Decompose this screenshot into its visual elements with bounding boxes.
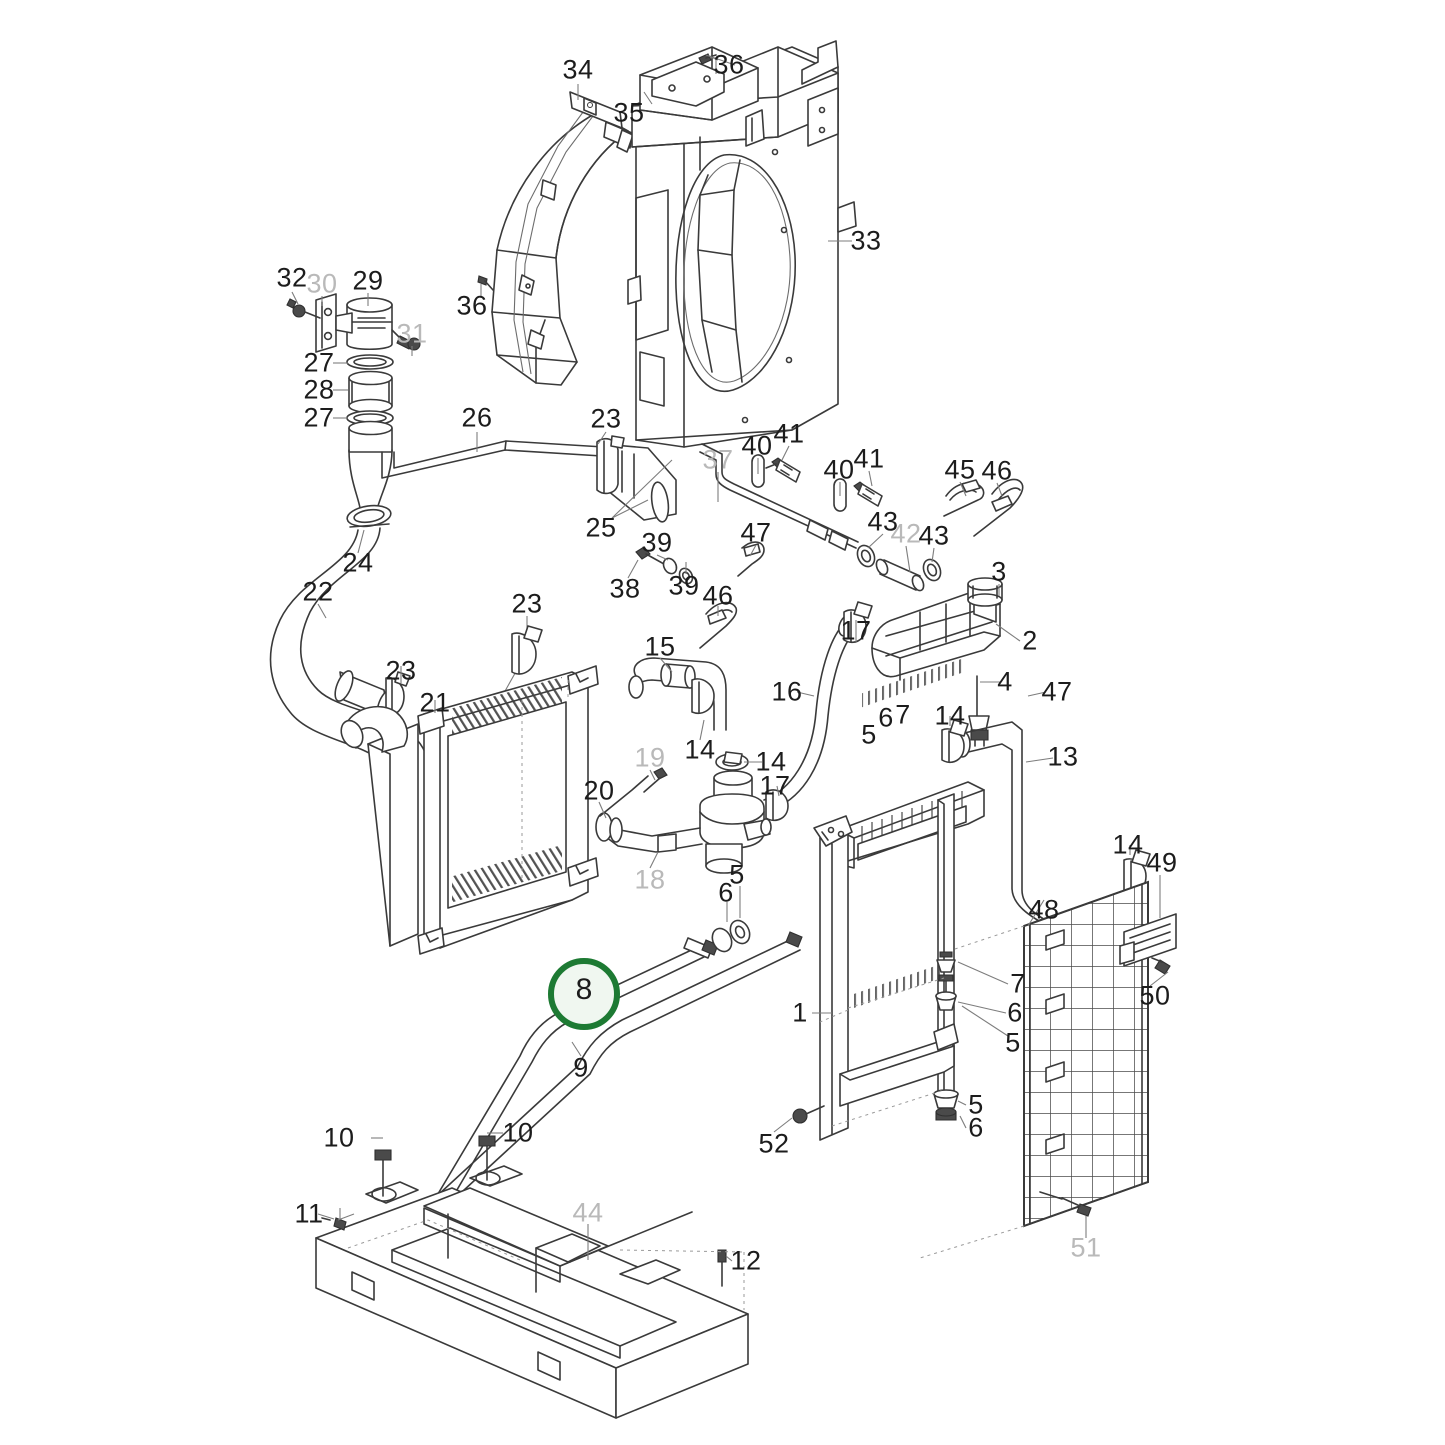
callout-40-23: 40: [823, 454, 855, 485]
callout-7-59: 7: [1010, 968, 1026, 999]
callout-16-39: 16: [771, 676, 803, 707]
callout-6-64: 6: [968, 1112, 984, 1143]
callout-48-58: 48: [1028, 894, 1060, 925]
callout-26-12: 26: [461, 402, 493, 433]
mid-hose-group: [595, 601, 873, 874]
callout-38-33: 38: [609, 573, 641, 604]
callout-46-31: 46: [702, 580, 734, 611]
callout-43-27: 43: [867, 506, 899, 537]
base-frame-44: [315, 1132, 749, 1419]
callout-12-71: 12: [730, 1245, 762, 1276]
callout-4-40: 4: [997, 666, 1013, 697]
callout-19-49: 19: [634, 742, 666, 773]
callout-5-54: 5: [729, 859, 745, 890]
oil-line-37-group: [627, 443, 1024, 649]
callout-29-7: 29: [352, 265, 384, 296]
callout-52-65: 52: [758, 1128, 790, 1159]
callout-34-0: 34: [562, 54, 594, 85]
callout-11-69: 11: [294, 1198, 324, 1229]
callout-14-56: 14: [1112, 829, 1144, 860]
callout-42-28: 42: [890, 518, 922, 549]
callout-51-72: 51: [1070, 1232, 1102, 1263]
oil-lines-8-9: [399, 886, 803, 1239]
callout-14-48: 14: [755, 746, 787, 777]
callout-5-42: 5: [861, 719, 877, 750]
callout-39-34: 39: [668, 570, 700, 601]
callout-47-30: 47: [740, 517, 772, 548]
callout-27-9: 27: [303, 347, 335, 378]
callout-36-4: 36: [456, 290, 488, 321]
callout-32-5: 32: [276, 262, 308, 293]
callout-1-55: 1: [792, 997, 808, 1028]
expansion-tank-group: [871, 577, 1047, 747]
callout-36-1: 36: [713, 49, 745, 80]
callout-47-41: 47: [1041, 676, 1073, 707]
callout-45-25: 45: [944, 454, 976, 485]
mesh-screen-48: [919, 875, 1177, 1259]
radiator-1: [773, 658, 1009, 1141]
callout-13-46: 13: [1047, 741, 1079, 772]
callout-10-68: 10: [502, 1117, 534, 1148]
highlight-callout-number: 8: [575, 973, 593, 1006]
callout-25-14: 25: [585, 512, 617, 543]
callout-22-16: 22: [302, 576, 334, 607]
callout-5-61: 5: [1005, 1027, 1021, 1058]
callout-6-43: 6: [878, 702, 894, 733]
callout-23-13: 23: [590, 403, 622, 434]
callout-23-18: 23: [511, 588, 543, 619]
callout-30-6: 30: [306, 268, 338, 299]
callout-50-62: 50: [1139, 980, 1171, 1011]
callout-10-67: 10: [323, 1122, 355, 1153]
callout-44-70: 44: [572, 1197, 604, 1228]
callout-14-47: 14: [684, 734, 716, 765]
callout-15-38: 15: [644, 631, 676, 662]
callout-9-66: 9: [573, 1052, 589, 1083]
callout-14-45: 14: [934, 700, 966, 731]
callout-21-19: 21: [419, 687, 451, 718]
callout-31-8: 31: [396, 318, 428, 349]
callout-24-15: 24: [342, 547, 374, 578]
filler-neck-group: [286, 291, 421, 554]
callout-49-57: 49: [1146, 847, 1178, 878]
callout-41-24: 41: [853, 443, 885, 474]
highlight-ring-part-8: [548, 958, 620, 1030]
upper-coolant-hose-group: [381, 431, 677, 523]
callout-43-29: 43: [918, 520, 950, 551]
charge-air-cooler-21: [340, 665, 599, 955]
callout-35-2: 35: [613, 97, 645, 128]
callout-17-37: 17: [840, 615, 872, 646]
callout-27-11: 27: [303, 402, 335, 433]
callout-17-51: 17: [759, 770, 791, 801]
callout-20-50: 20: [583, 775, 615, 806]
callout-5-63: 5: [968, 1089, 984, 1120]
callout-33-3: 33: [850, 225, 882, 256]
callout-40-21: 40: [741, 430, 773, 461]
callout-23-17: 23: [385, 655, 417, 686]
callout-3-35: 3: [991, 556, 1007, 587]
callout-41-22: 41: [773, 418, 805, 449]
callout-2-36: 2: [1022, 625, 1038, 656]
callout-6-53: 6: [718, 877, 734, 908]
fan-shroud-assembly: [477, 40, 857, 448]
callout-46-26: 46: [981, 455, 1013, 486]
callout-37-20: 37: [702, 444, 734, 475]
callout-6-60: 6: [1007, 997, 1023, 1028]
callout-39-32: 39: [641, 527, 673, 558]
callout-28-10: 28: [303, 374, 335, 405]
callout-7-44: 7: [895, 699, 911, 730]
callout-18-52: 18: [634, 864, 666, 895]
